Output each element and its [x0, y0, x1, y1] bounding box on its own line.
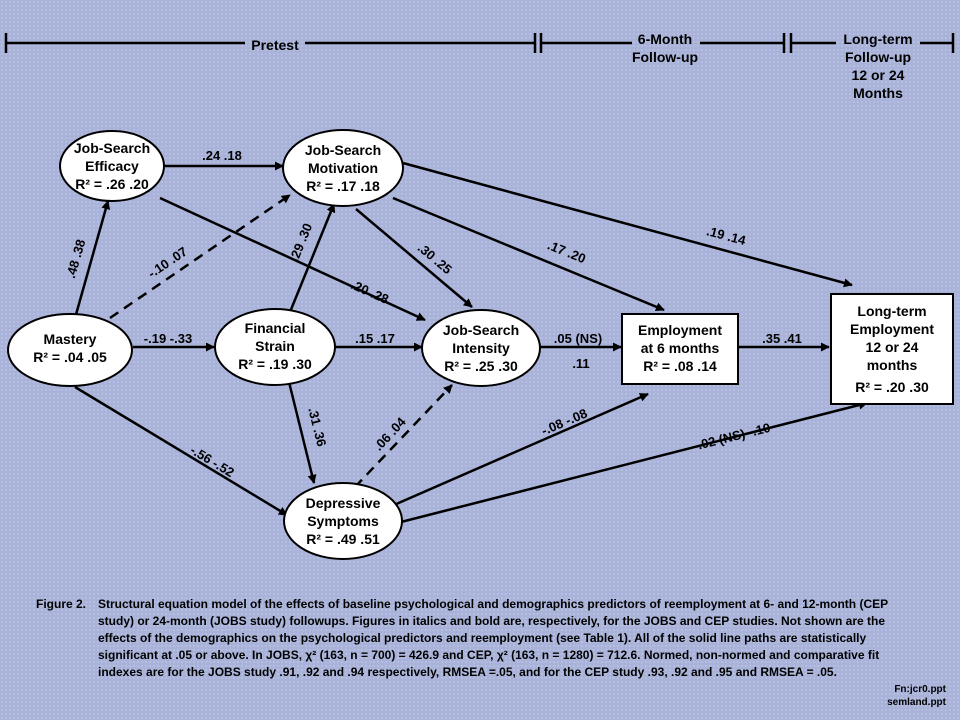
- node-mastery-r2: R² = .04 .05: [33, 349, 107, 365]
- node-longterm-line-3: 12 or 24: [866, 339, 919, 355]
- node-employment6: Employment at 6 months R² = .08 .14: [621, 313, 739, 385]
- node-intensity: Job-Search Intensity R² = .25 .30: [421, 309, 541, 387]
- path-mastery-motivation: [109, 193, 291, 320]
- node-motivation-line-1: Job-Search: [305, 142, 381, 158]
- node-strain-r2: R² = .19 .30: [238, 356, 312, 372]
- figure-caption-text: Structural equation model of the effects…: [98, 597, 888, 679]
- coef-depressive-intensity: .06 .04: [371, 414, 410, 454]
- node-efficacy-line-1: Job-Search: [74, 140, 150, 156]
- coef-motivation-longterm: .19 .14: [705, 223, 748, 248]
- coef-efficacy-motivation: .24 .18: [202, 148, 242, 163]
- file-note-line-1: Fn:jcr0.ppt: [894, 684, 946, 695]
- coef-intensity-employment6: .05 (NS): [554, 331, 602, 346]
- phase-6-month-line-1: 6-Month: [638, 31, 692, 47]
- coef-depressive-employment6: -.08 -.08: [539, 405, 589, 438]
- coef-mastery-motivation: -.10 .07: [145, 244, 190, 281]
- phase-pretest: Pretest: [251, 37, 299, 53]
- path-strain-depressive: [287, 381, 317, 484]
- coef-mastery-efficacy: .48 .38: [63, 238, 88, 280]
- node-longterm-line-1: Long-term: [857, 303, 926, 319]
- node-strain: Financial Strain R² = .19 .30: [214, 308, 336, 386]
- node-efficacy-r2: R² = .26 .20: [75, 176, 149, 192]
- node-motivation-line-2: Motivation: [308, 160, 378, 176]
- path-efficacy-intensity: [159, 196, 426, 322]
- coef-strain-motivation: .29 .30: [286, 221, 315, 263]
- coef-mastery-depressive: -.56 -.52: [188, 442, 237, 480]
- coef-mastery-strain: -.19 -.33: [144, 331, 192, 346]
- node-efficacy-line-2: Efficacy: [85, 158, 139, 174]
- node-depressive-r2: R² = .49 .51: [306, 531, 380, 547]
- node-employment6-r2: R² = .08 .14: [643, 358, 717, 374]
- path-depressive-intensity: [354, 384, 453, 488]
- path-motivation-intensity: [355, 208, 473, 308]
- node-motivation: Job-Search Motivation R² = .17 .18: [282, 129, 404, 207]
- coef-motivation-intensity: .30 .25: [415, 240, 455, 277]
- node-depressive-line-2: Symptoms: [307, 513, 379, 529]
- path-mastery-efficacy: [73, 200, 111, 319]
- node-employment6-line-1: Employment: [638, 322, 722, 338]
- node-intensity-r2: R² = .25 .30: [444, 358, 518, 374]
- node-depressive-line-1: Depressive: [306, 495, 381, 511]
- node-longterm-r2: R² = .20 .30: [855, 379, 929, 395]
- node-efficacy: Job-Search Efficacy R² = .26 .20: [59, 130, 165, 202]
- node-longterm-line-4: months: [867, 357, 918, 373]
- node-intensity-line-2: Intensity: [452, 340, 510, 356]
- path-depressive-longterm: [400, 400, 868, 524]
- node-employment6-line-2: at 6 months: [641, 340, 720, 356]
- node-depressive: Depressive Symptoms R² = .49 .51: [283, 482, 403, 560]
- node-intensity-line-1: Job-Search: [443, 322, 519, 338]
- node-strain-line-2: Strain: [255, 338, 295, 354]
- timeline: [4, 33, 955, 53]
- coef-efficacy-intensity: .20 .28: [349, 277, 391, 307]
- node-longterm: Long-term Employment 12 or 24 months R² …: [830, 293, 954, 405]
- path-strain-motivation: [288, 203, 336, 313]
- node-longterm-line-2: Employment: [850, 321, 934, 337]
- phase-long-term-line-1: Long-term: [843, 31, 912, 47]
- coef-motivation-employment6: .17 .20: [545, 237, 587, 266]
- coef-employment6-longterm: .35 .41: [762, 331, 802, 346]
- node-mastery: Mastery R² = .04 .05: [7, 313, 133, 387]
- node-mastery-line-1: Mastery: [44, 331, 97, 347]
- coef-strain-depressive: .31 .36: [305, 406, 329, 448]
- figure-label: Figure 2.: [36, 597, 87, 611]
- phase-6-month-line-2: Follow-up: [632, 49, 698, 65]
- path-motivation-employment6: [392, 196, 665, 312]
- phase-long-term-line-2: Follow-up: [845, 49, 911, 65]
- path-motivation-longterm: [402, 161, 853, 288]
- path-mastery-depressive: [74, 385, 288, 517]
- file-note-line-2: semland.ppt: [887, 697, 946, 708]
- file-note: Fn:jcr0.ppt semland.ppt: [887, 683, 946, 709]
- node-strain-line-1: Financial: [245, 320, 306, 336]
- coef-intensity-employment6-second: .11: [572, 356, 589, 371]
- coef-depressive-longterm: -.02 (NS) -.10: [692, 420, 772, 454]
- node-motivation-r2: R² = .17 .18: [306, 178, 380, 194]
- path-depressive-employment6: [393, 392, 649, 507]
- phase-long-term-line-3: 12 or 24: [852, 67, 905, 83]
- figure-caption: Figure 2. Structural equation model of t…: [36, 596, 916, 681]
- coef-strain-intensity: .15 .17: [355, 331, 395, 346]
- paths: [73, 161, 868, 524]
- phase-long-term-line-4: Months: [853, 85, 903, 101]
